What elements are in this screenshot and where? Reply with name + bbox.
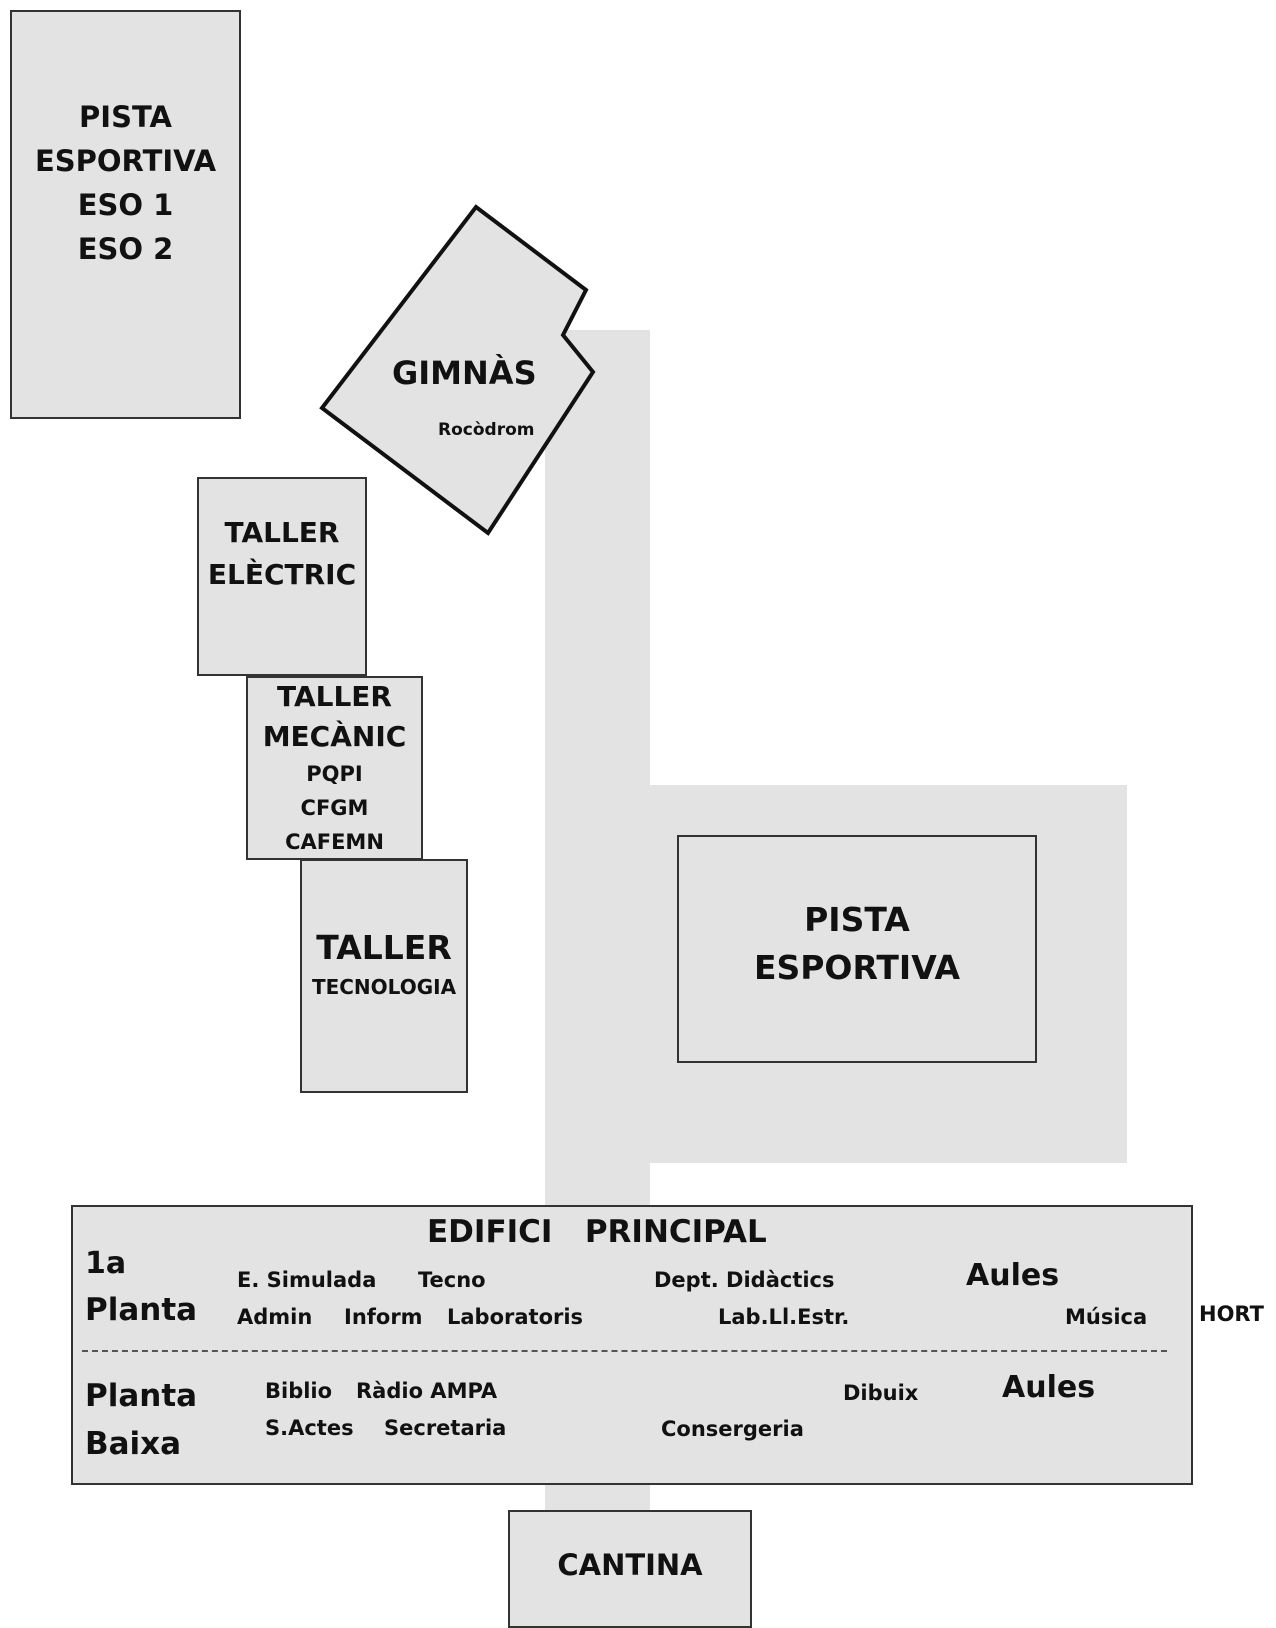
gimnas-title: GIMNÀS (392, 354, 537, 392)
floor1-room-tecno: Tecno (418, 1268, 486, 1292)
ground-room-biblio: Biblio (265, 1379, 333, 1403)
ground-room-radio-ampa: Ràdio AMPA (356, 1379, 498, 1403)
pista-eso-building (10, 10, 241, 419)
pista-eso-label-2: ESPORTIVA (34, 144, 217, 178)
edifici-principal-title: EDIFICI PRINCIPAL (427, 1214, 767, 1250)
taller-electric-label-2: ELÈCTRIC (207, 558, 357, 591)
ground-room-dibuix: Dibuix (843, 1381, 919, 1405)
floor1-room-inform: Inform (344, 1305, 423, 1329)
pista-esportiva-building (677, 835, 1037, 1063)
ground-room-s-actes: S.Actes (265, 1416, 354, 1440)
floor1-room-e-simulada: E. Simulada (237, 1268, 377, 1292)
floor1-room-dept-didactics: Dept. Didàctics (654, 1268, 835, 1292)
floor1-label-b: Planta (85, 1292, 198, 1328)
pista-esportiva-label-2: ESPORTIVA (753, 948, 961, 987)
hort-label: HORT (1199, 1302, 1264, 1326)
cantina-building (508, 1510, 752, 1628)
taller-tecnologia-label-2: TECNOLOGIA (311, 975, 457, 999)
taller-mecanic-label-3: PQPI (306, 762, 363, 786)
pista-eso-label-3: ESO 1 (77, 188, 174, 222)
gimnas-subtitle: Rocòdrom (438, 420, 535, 440)
taller-mecanic-label-5: CAFEMN (285, 830, 384, 854)
floor1-room-musica: Música (1065, 1305, 1148, 1329)
cantina-label: CANTINA (557, 1548, 703, 1582)
taller-electric-building (197, 477, 367, 676)
pista-eso-label-4: ESO 2 (77, 232, 174, 266)
pista-esportiva-label-1: PISTA (804, 900, 910, 939)
floor1-label-a: 1a (85, 1246, 127, 1281)
edifici-principal-building (71, 1205, 1193, 1485)
taller-tecnologia-building (300, 859, 468, 1093)
ground-room-secretaria: Secretaria (384, 1416, 507, 1440)
taller-mecanic-building (246, 676, 423, 860)
taller-mecanic-label-2: MECÀNIC (262, 720, 407, 753)
ground-room-aules: Aules (1002, 1370, 1096, 1405)
taller-tecnologia-label-1: TALLER (316, 928, 452, 967)
floor1-room-laboratoris: Laboratoris (447, 1305, 584, 1329)
floor1-room-aules: Aules (966, 1258, 1060, 1293)
taller-mecanic-label-4: CFGM (300, 796, 369, 820)
floor-divider (82, 1350, 1167, 1352)
ground-label-a: Planta (85, 1378, 198, 1414)
ground-room-consergeria: Consergeria (661, 1417, 804, 1441)
taller-electric-label-1: TALLER (224, 516, 340, 549)
floor1-room-lab-ll-estr: Lab.Ll.Estr. (718, 1305, 850, 1329)
pista-eso-label-1: PISTA (79, 100, 172, 134)
taller-mecanic-label-1: TALLER (277, 680, 392, 713)
floor1-room-admin: Admin (237, 1305, 313, 1329)
ground-label-b: Baixa (85, 1426, 182, 1462)
